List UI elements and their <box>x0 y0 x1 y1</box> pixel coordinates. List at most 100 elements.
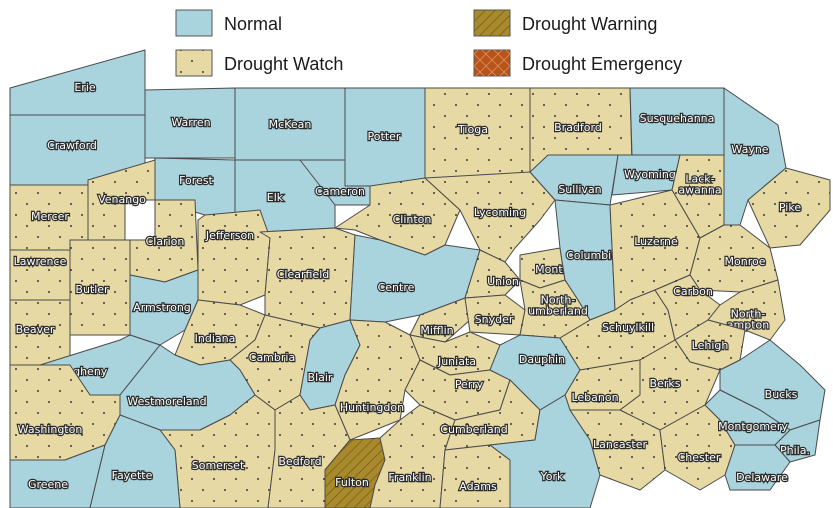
county-label: Wyoming <box>624 168 676 181</box>
county-label: Lancaster <box>593 438 647 451</box>
county-label: Lehigh <box>692 339 729 352</box>
map-legend: Normal Drought Watch Drought Warning Dro… <box>175 9 682 77</box>
county-label: Warren <box>171 116 210 129</box>
county-label: Lebanon <box>571 391 618 404</box>
county-label: Perry <box>455 378 484 391</box>
county-label: Mifflin <box>420 324 453 337</box>
county-mckean[interactable]: McKean <box>234 87 346 161</box>
county-label: Clinton <box>393 213 432 226</box>
county-label: Crawford <box>47 139 97 152</box>
legend-swatch-drought-warning <box>473 9 511 37</box>
county-susquehanna[interactable]: Susquehanna <box>629 87 725 156</box>
county-clearfield[interactable]: Clearfield <box>259 227 356 329</box>
county-label: Bedford <box>278 455 321 468</box>
legend-item-drought-emergency: Drought Emergency <box>473 49 682 77</box>
county-shape[interactable] <box>724 444 791 491</box>
county-montgomery[interactable]: Montgomery <box>704 389 791 446</box>
county-label: Adams <box>459 480 497 493</box>
county-lawrence[interactable]: Lawrence <box>9 249 71 301</box>
county-label: Snyder <box>475 313 514 326</box>
county-wyoming[interactable]: Wyoming <box>611 154 681 196</box>
county-delaware[interactable]: Delaware <box>724 444 791 491</box>
county-adams[interactable]: Adams <box>439 444 511 508</box>
county-label: Bucks <box>765 388 798 401</box>
county-layer: Erie Crawford Warren McKean Potter Tioga… <box>9 49 831 508</box>
county-label: Elk <box>267 191 284 204</box>
county-label: Huntingdon <box>340 401 404 414</box>
county-label: Cumberland <box>440 423 507 436</box>
county-label: Cambria <box>249 351 295 364</box>
county-clarion[interactable]: Clarion <box>129 199 199 283</box>
county-label: York <box>540 470 565 483</box>
county-label: Clearfield <box>277 268 330 281</box>
county-shape[interactable] <box>89 414 181 508</box>
legend-label-normal: Normal <box>224 14 282 34</box>
county-label: Butler <box>75 283 109 296</box>
county-label: Montgomery <box>718 420 788 433</box>
county-label: Monroe <box>725 255 766 268</box>
county-snyder[interactable]: Snyder <box>464 294 526 336</box>
county-label: Mercer <box>31 210 69 223</box>
county-label: Union <box>487 275 519 288</box>
county-warren[interactable]: Warren <box>144 87 236 159</box>
county-beaver[interactable]: Beaver <box>9 299 71 366</box>
county-label: Lawrence <box>14 255 67 268</box>
county-shape[interactable] <box>439 444 511 508</box>
county-label: Westmoreland <box>127 395 206 408</box>
county-fayette[interactable]: Fayette <box>89 414 181 508</box>
county-label: Phila. <box>780 444 810 457</box>
county-label: Indiana <box>195 332 236 345</box>
county-butler[interactable]: Butler <box>69 239 131 336</box>
legend-item-normal: Normal <box>175 9 282 37</box>
county-label: Somerset <box>192 459 245 472</box>
county-label: Chester <box>678 451 721 464</box>
county-label: Armstrong <box>133 301 191 314</box>
county-label: Dauphin <box>519 353 565 366</box>
county-label: Susquehanna <box>640 112 715 125</box>
legend-label-drought-watch: Drought Watch <box>224 54 343 74</box>
county-label: Wayne <box>731 143 768 156</box>
county-erie[interactable]: Erie <box>9 49 146 116</box>
county-label: Potter <box>368 130 401 143</box>
county-label: Schuylkill <box>602 321 654 334</box>
county-label: Pike <box>779 201 801 214</box>
county-label: Juniata <box>437 355 476 368</box>
county-label: Clarion <box>146 235 185 248</box>
county-label: Fayette <box>112 469 153 482</box>
county-label: Beaver <box>16 323 55 336</box>
county-jefferson[interactable]: Jefferson <box>197 209 271 306</box>
legend-item-drought-watch: Drought Watch <box>175 49 343 77</box>
county-label: Washington <box>18 423 83 436</box>
county-label: Columbia <box>566 249 618 262</box>
county-label: Luzerne <box>634 235 678 248</box>
legend-swatch-drought-emergency <box>473 49 511 77</box>
county-label: Jefferson <box>205 229 254 242</box>
county-label: Venango <box>98 193 146 206</box>
county-label: Franklin <box>388 471 431 484</box>
county-label: Carbon <box>673 285 713 298</box>
county-label: Lycoming <box>474 206 526 219</box>
county-label: Centre <box>378 281 415 294</box>
county-label: Forest <box>179 174 213 187</box>
legend-label-drought-warning: Drought Warning <box>522 14 657 34</box>
county-label: Tioga <box>457 123 488 136</box>
legend-swatch-normal <box>175 9 213 37</box>
county-sullivan[interactable]: Sullivan <box>529 154 619 206</box>
legend-label-drought-emergency: Drought Emergency <box>522 54 682 74</box>
county-wayne[interactable]: Wayne <box>723 87 787 226</box>
county-label: McKean <box>269 118 312 131</box>
county-label: Cameron <box>315 185 365 198</box>
county-label: Delaware <box>736 471 788 484</box>
county-label: Greene <box>28 478 68 491</box>
legend-item-drought-warning: Drought Warning <box>473 9 657 37</box>
county-label: Fulton <box>335 476 369 489</box>
county-label: Blair <box>308 371 333 384</box>
county-tioga[interactable]: Tioga <box>424 87 531 179</box>
county-shape[interactable] <box>197 209 271 306</box>
legend-swatch-drought-watch <box>175 49 213 77</box>
county-label: Bradford <box>554 121 602 134</box>
county-label: Berks <box>650 377 681 390</box>
county-label: Sullivan <box>558 183 601 196</box>
county-potter[interactable]: Potter <box>344 87 426 187</box>
